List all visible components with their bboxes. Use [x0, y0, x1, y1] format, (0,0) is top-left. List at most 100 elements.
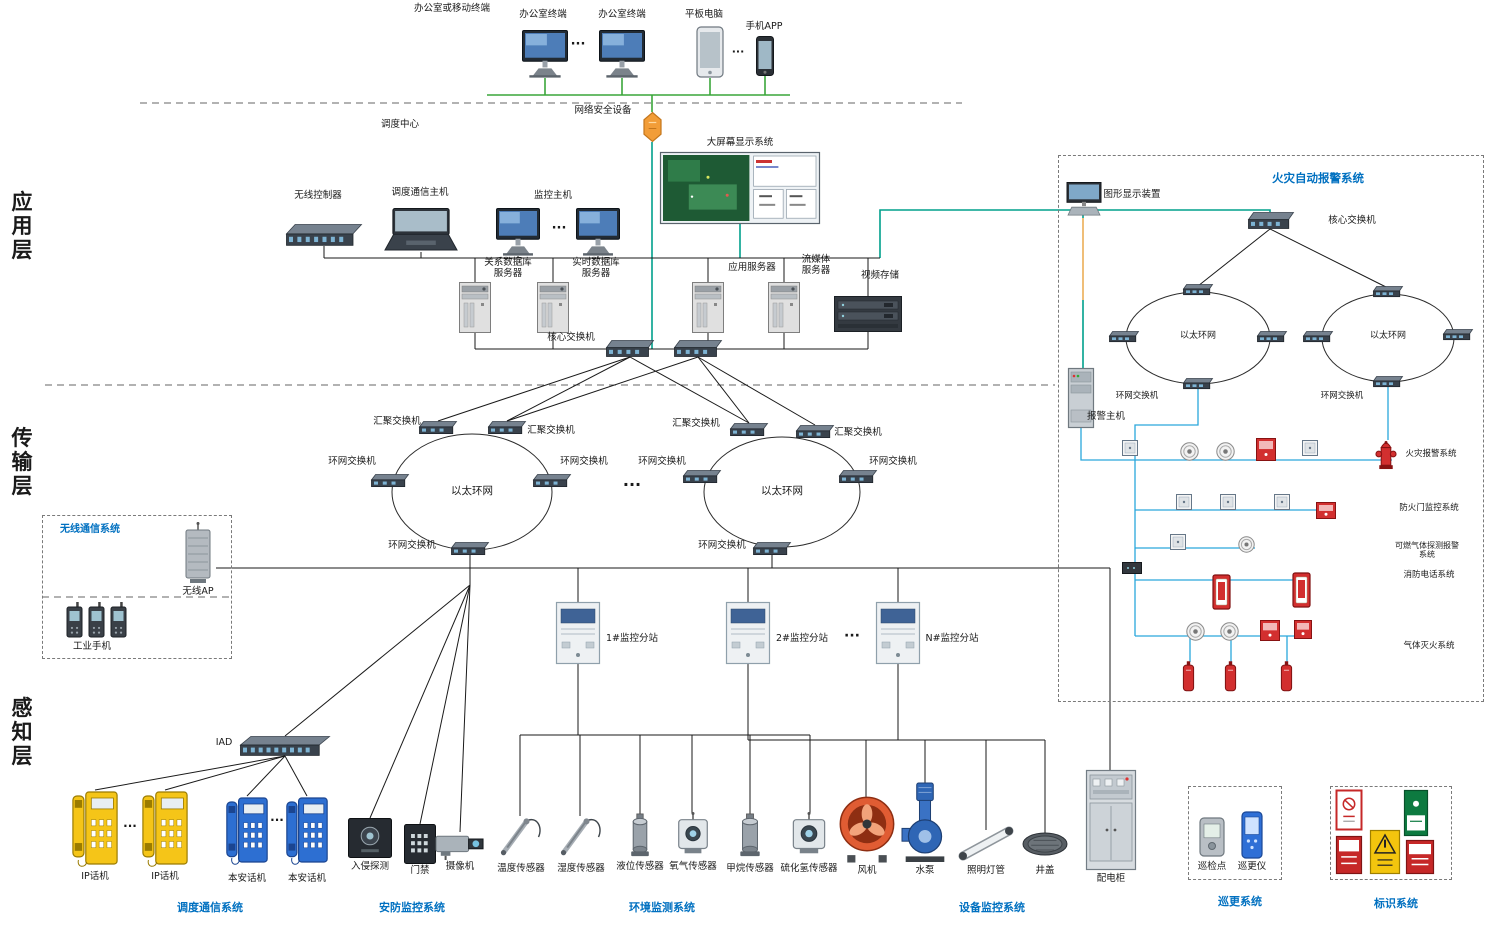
agg-switch-r2	[795, 425, 835, 439]
office-terminal-2	[599, 30, 645, 78]
tablet-pc	[696, 26, 724, 78]
power-cabinet	[1085, 769, 1137, 871]
fire-module-5	[1274, 494, 1290, 510]
mobile-phone	[756, 36, 774, 76]
fire-ring-r-top	[1372, 286, 1404, 298]
lbl-office-terminal-1: 办公室终端	[519, 9, 567, 20]
media-server	[768, 282, 800, 333]
fan	[838, 790, 896, 864]
fire-module-4	[1220, 494, 1236, 510]
lbl-temperature: 温度传感器	[497, 863, 545, 874]
access-control	[404, 824, 436, 864]
connection-line	[437, 356, 631, 422]
fire-phone-1	[1212, 574, 1231, 610]
fire-ring-r-bottom	[1372, 376, 1404, 388]
ethernet-ring-right-label: 以太环网	[761, 485, 803, 497]
lbl-fire-core-switch: 核心交换机	[1328, 215, 1376, 226]
sys-security: 安防监控系统	[379, 901, 445, 914]
lbl-camera: 摄像机	[445, 861, 475, 872]
connection-line	[284, 584, 471, 737]
layer-transmission: 传 输 层	[11, 426, 33, 499]
fire-phone-2	[1292, 572, 1311, 608]
ring-switch-l-bottom	[450, 542, 490, 556]
monitor-host-2	[576, 208, 620, 256]
layer-perception: 感 知 层	[11, 696, 33, 769]
lbl-h2s: 硫化氢传感器	[780, 863, 838, 874]
layer-application: 应 用 层	[11, 190, 33, 263]
dispatch-comm-host	[384, 208, 458, 252]
h2s-sensor	[786, 811, 832, 860]
ip-phone-2	[142, 790, 188, 868]
connection-line	[164, 755, 286, 791]
level-sensor	[620, 812, 660, 860]
lbl-ring-r-left: 环网交换机	[638, 456, 686, 467]
safe-phone-1	[226, 796, 268, 866]
lbl-dispatch-host: 调度通信主机	[391, 187, 449, 198]
lbl-core-switch: 核心交换机	[547, 332, 595, 343]
firedoor-device	[1316, 502, 1336, 519]
industrial-phone-1	[66, 602, 83, 638]
connection-line	[94, 755, 286, 791]
fire-module-6	[1170, 534, 1186, 550]
lbl-ring-l-left: 环网交换机	[328, 456, 376, 467]
lbl-app-server: 应用服务器	[728, 262, 776, 273]
lbl-fire-ring-l: 环网交换机	[1115, 391, 1159, 401]
wireless-comm-system-box	[42, 515, 232, 659]
lbl-firedoor-sys: 防火门监控系统	[1399, 503, 1459, 513]
connection-line	[506, 356, 699, 422]
lbl-safe-phone-2: 本安话机	[287, 873, 327, 884]
connection-line	[1269, 228, 1389, 289]
fire-ring-right-label: 以太环网	[1369, 331, 1407, 341]
fire-core-switch	[1247, 212, 1295, 229]
lbl-net-security: 网络安全设备	[574, 105, 632, 116]
lbl-station-1: 1#监控分站	[605, 633, 659, 644]
lbl-ring-r-bottom: 环网交换机	[698, 540, 746, 551]
lbl-industrial-phone: 工业手机	[72, 641, 112, 652]
ring-switch-l-left	[370, 474, 410, 488]
lbl-humidity: 湿度传感器	[557, 863, 605, 874]
agg-switch-l2	[487, 421, 527, 435]
alarm-host	[1067, 367, 1095, 429]
lbl-ip-phone-2: IP话机	[151, 871, 179, 882]
lbl-ip-phone-1: IP话机	[81, 871, 109, 882]
dots-safe-phones: ···	[270, 813, 284, 827]
sign-4	[1403, 789, 1429, 837]
lbl-ring-r-right: 环网交换机	[869, 456, 917, 467]
app-server	[692, 282, 724, 333]
lbl-video-storage: 视频存储	[860, 270, 900, 281]
lbl-office-mobile: 办公室或移动终端	[413, 3, 491, 14]
lbl-agg-l1: 汇聚交换机	[373, 416, 421, 427]
lighting-tube	[958, 824, 1014, 864]
iad-access-device	[239, 736, 331, 756]
fire-hydrant	[1374, 438, 1398, 470]
dots-ip-phones: ···	[123, 819, 137, 833]
fire-module-3	[1176, 494, 1192, 510]
alarm-panel-2	[1260, 620, 1280, 641]
gas-cylinder-2	[1222, 660, 1239, 692]
ip-phone-1	[72, 790, 118, 868]
lbl-fire-ring-r: 环网交换机	[1320, 391, 1364, 401]
monitor-station-1	[555, 601, 601, 665]
monitor-station-n	[875, 601, 921, 665]
connection-line	[419, 584, 471, 825]
lbl-level: 液位传感器	[616, 861, 664, 872]
lbl-wireless-ap: 无线AP	[182, 586, 214, 597]
sign-3	[1369, 829, 1401, 875]
dots-rings: ···	[622, 475, 642, 494]
gas-cylinder-1	[1180, 660, 1197, 692]
lbl-intrusion: 入侵探测	[350, 861, 390, 872]
sign-2	[1335, 835, 1363, 875]
lbl-fire-phone-sys: 消防电话系统	[1403, 570, 1455, 580]
sign-1	[1335, 789, 1363, 831]
agg-switch-r1	[729, 423, 769, 437]
lbl-agg-r1: 汇聚交换机	[672, 418, 720, 429]
sign-system-box	[1330, 786, 1452, 880]
lbl-tablet: 平板电脑	[684, 9, 724, 20]
lbl-office-terminal-2: 办公室终端	[598, 9, 646, 20]
patrol-reader	[1240, 810, 1264, 860]
lbl-patrol-point: 巡检点	[1197, 861, 1227, 872]
smoke-detector-1	[1180, 442, 1199, 461]
connection-line	[697, 356, 750, 424]
gas-detector	[1238, 536, 1255, 553]
